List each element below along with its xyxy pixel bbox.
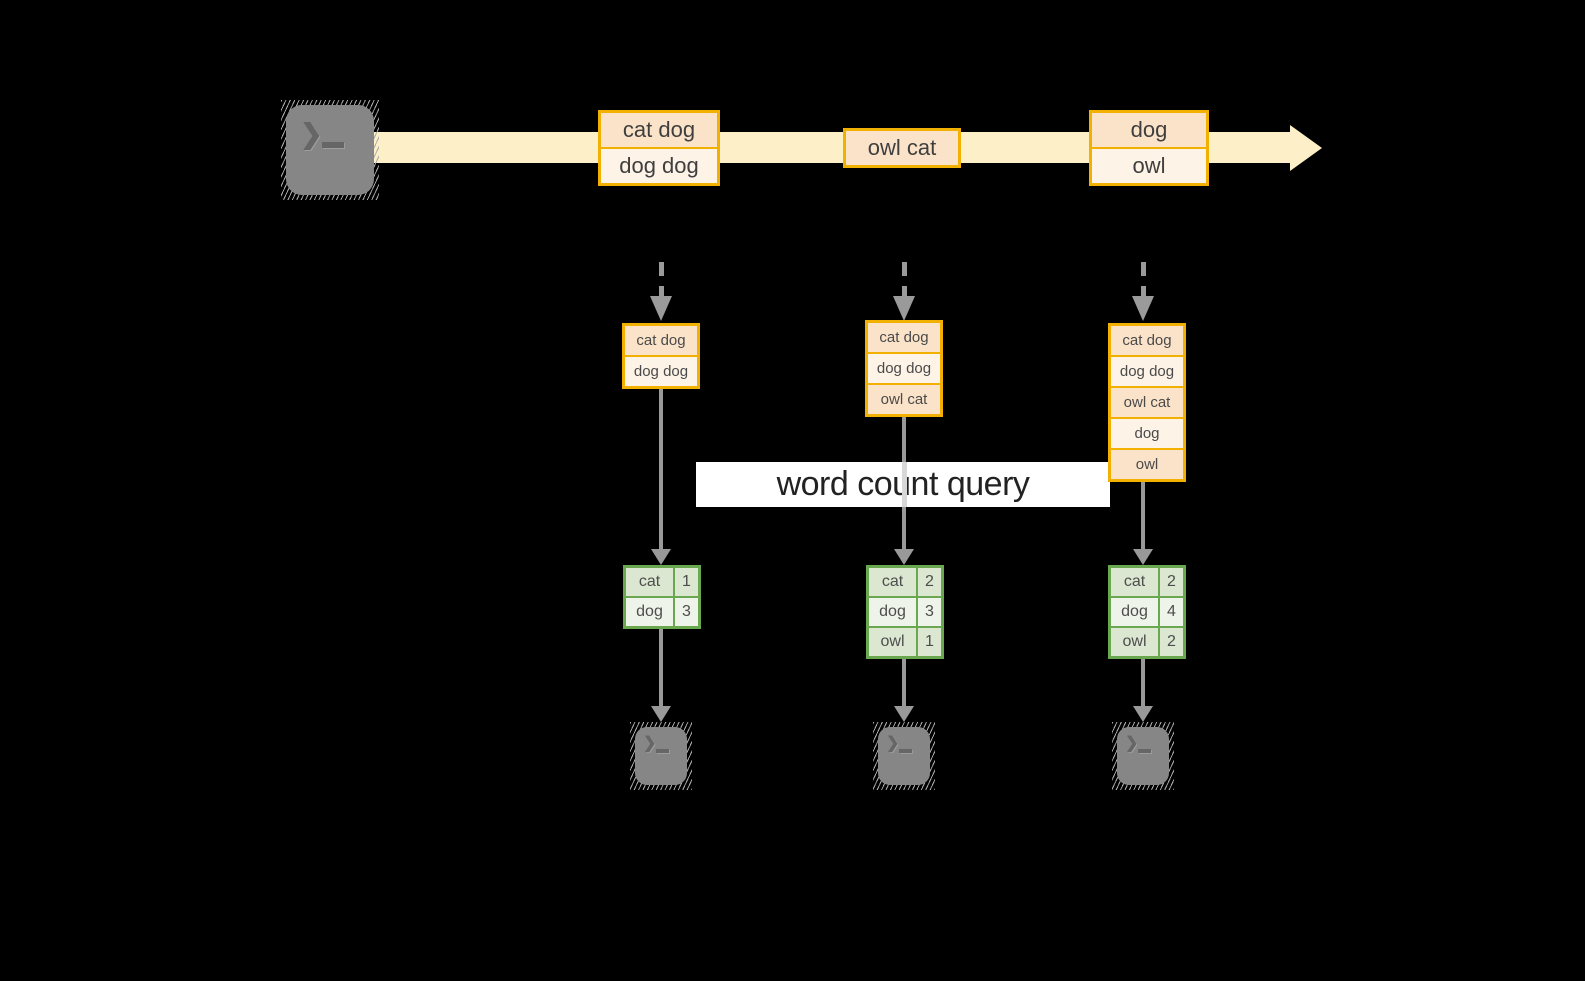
arrowhead-icon (894, 549, 914, 565)
terminal-body: ❯ (635, 727, 687, 785)
word-cell: dog (626, 598, 673, 626)
buffer-row: dog dog (1111, 357, 1183, 386)
buffer-row: owl (1111, 450, 1183, 479)
dashed-arrow (659, 262, 664, 296)
connector-line (1141, 659, 1145, 706)
buffer-stack: cat dog dog dog owl cat dog owl (1108, 323, 1186, 482)
stream-event-box: cat dog dog dog (598, 110, 720, 186)
dashed-arrow (902, 262, 907, 296)
word-cell: owl (869, 628, 916, 656)
count-cell: 2 (1160, 568, 1183, 596)
word-cell: dog (1111, 598, 1158, 626)
buffer-row: dog dog (625, 357, 697, 386)
count-cell: 3 (675, 598, 698, 626)
table-row: cat 2 (869, 568, 941, 596)
query-banner: word count query (696, 462, 1110, 507)
arrowhead-icon (650, 296, 672, 321)
event-row: cat dog (601, 113, 717, 147)
arrowhead-icon (1132, 296, 1154, 321)
terminal-cursor-icon (656, 749, 669, 753)
sink-terminal-icon: ❯ (630, 722, 692, 790)
event-row: owl (1092, 149, 1206, 183)
count-cell: 3 (918, 598, 941, 626)
terminal-prompt-icon: ❯ (643, 735, 657, 752)
buffer-row: cat dog (868, 323, 940, 352)
table-row: cat 2 (1111, 568, 1183, 596)
terminal-body: ❯ (286, 105, 374, 195)
sink-terminal-icon: ❯ (873, 722, 935, 790)
terminal-body: ❯ (878, 727, 930, 785)
event-row: dog (1092, 113, 1206, 147)
terminal-body: ❯ (1117, 727, 1169, 785)
word-cell: cat (626, 568, 673, 596)
buffer-row: cat dog (625, 326, 697, 355)
query-banner-line-overlay (902, 462, 907, 507)
buffer-row: owl cat (1111, 388, 1183, 417)
source-terminal-icon: ❯ (281, 100, 379, 200)
buffer-row: owl cat (868, 385, 940, 414)
arrowhead-icon (894, 706, 914, 722)
count-cell: 4 (1160, 598, 1183, 626)
count-cell: 2 (918, 568, 941, 596)
buffer-stack: cat dog dog dog owl cat (865, 320, 943, 417)
buffer-row: dog (1111, 419, 1183, 448)
terminal-prompt-icon: ❯ (886, 735, 900, 752)
buffer-row: dog dog (868, 354, 940, 383)
arrowhead-icon (651, 706, 671, 722)
table-row: owl 2 (1111, 628, 1183, 656)
buffer-row: cat dog (1111, 326, 1183, 355)
arrowhead-icon (1133, 706, 1153, 722)
count-table: cat 2 dog 3 owl 1 (866, 565, 944, 659)
event-row: owl cat (846, 131, 958, 165)
terminal-prompt-icon: ❯ (300, 119, 323, 149)
buffer-stack: cat dog dog dog (622, 323, 700, 389)
word-cell: cat (869, 568, 916, 596)
count-cell: 1 (675, 568, 698, 596)
count-table: cat 2 dog 4 owl 2 (1108, 565, 1186, 659)
connector-line (659, 629, 663, 706)
connector-line (902, 659, 906, 706)
terminal-cursor-icon (322, 142, 344, 148)
table-row: dog 3 (626, 598, 698, 626)
table-row: dog 4 (1111, 598, 1183, 626)
word-cell: cat (1111, 568, 1158, 596)
sink-terminal-icon: ❯ (1112, 722, 1174, 790)
count-cell: 1 (918, 628, 941, 656)
arrowhead-icon (893, 296, 915, 321)
stream-arrowhead-icon (1290, 125, 1322, 171)
table-row: cat 1 (626, 568, 698, 596)
terminal-prompt-icon: ❯ (1125, 735, 1139, 752)
event-row: dog dog (601, 149, 717, 183)
word-cell: owl (1111, 628, 1158, 656)
arrowhead-icon (1133, 549, 1153, 565)
stream-event-box: owl cat (843, 128, 961, 168)
table-row: dog 3 (869, 598, 941, 626)
arrowhead-icon (651, 549, 671, 565)
count-cell: 2 (1160, 628, 1183, 656)
count-table: cat 1 dog 3 (623, 565, 701, 629)
connector-line (659, 389, 663, 549)
terminal-cursor-icon (1138, 749, 1151, 753)
connector-line (1141, 482, 1145, 549)
terminal-cursor-icon (899, 749, 912, 753)
table-row: owl 1 (869, 628, 941, 656)
dashed-arrow (1141, 262, 1146, 296)
stream-event-box: dog owl (1089, 110, 1209, 186)
word-cell: dog (869, 598, 916, 626)
